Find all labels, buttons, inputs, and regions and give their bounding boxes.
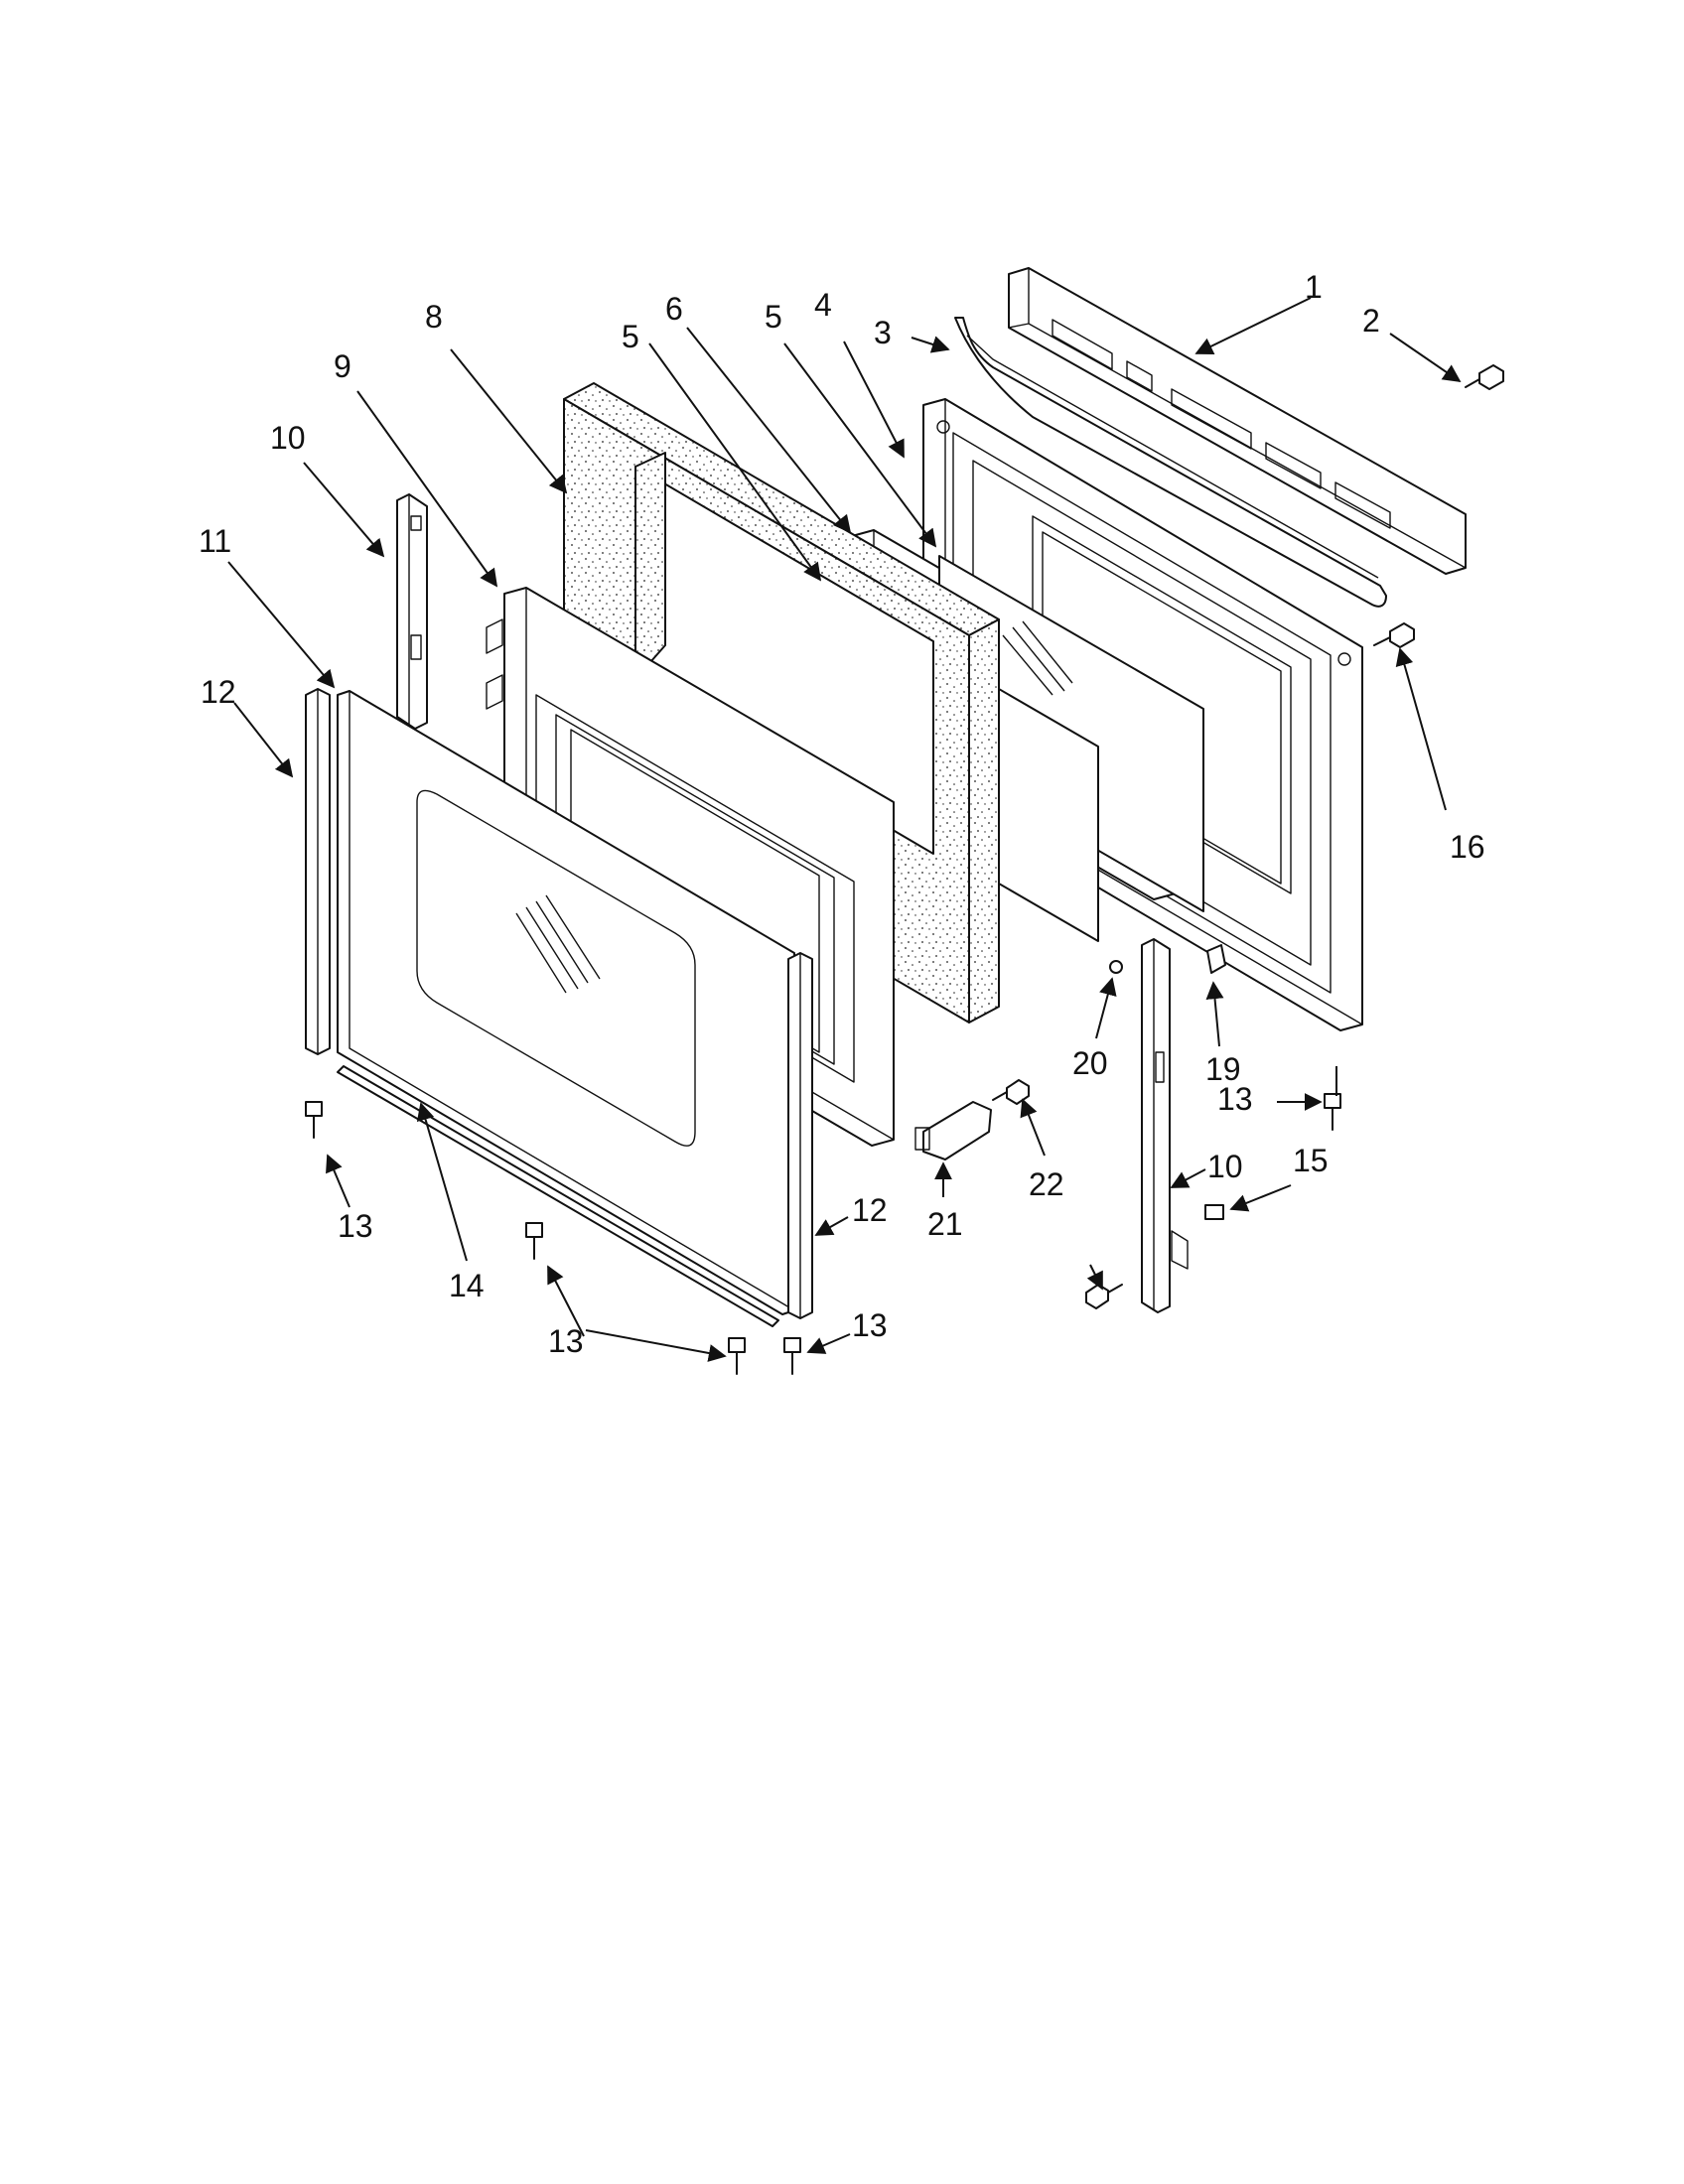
leader-lines bbox=[227, 297, 1462, 1362]
callout-11: 11 bbox=[199, 523, 231, 559]
callout-13-right: 13 bbox=[1217, 1081, 1253, 1117]
callout-13-right-bottom: 13 bbox=[852, 1307, 888, 1343]
callout-13-left: 13 bbox=[338, 1208, 373, 1244]
vent-bracket-part bbox=[954, 317, 1387, 608]
callout-12-left: 12 bbox=[201, 674, 236, 710]
screw-2 bbox=[1465, 364, 1504, 390]
screw-13-left bbox=[305, 1101, 323, 1139]
callout-10-left: 10 bbox=[270, 420, 306, 456]
callout-14: 14 bbox=[449, 1268, 485, 1303]
right-hinge-channel-part bbox=[1141, 938, 1189, 1313]
screw-22 bbox=[992, 1079, 1030, 1105]
callout-8: 8 bbox=[425, 299, 443, 335]
left-hinge-channel-part bbox=[396, 493, 428, 730]
screw-13-right bbox=[1324, 1093, 1341, 1131]
callout-5a: 5 bbox=[622, 319, 639, 354]
screw-13-bottom-b bbox=[783, 1337, 801, 1375]
bottom-trim-part bbox=[337, 1065, 779, 1327]
callout-19: 19 bbox=[1205, 1051, 1241, 1087]
callout-2: 2 bbox=[1362, 303, 1380, 339]
callout-22: 22 bbox=[1029, 1166, 1064, 1202]
callout-9: 9 bbox=[334, 348, 351, 384]
small-clip-part bbox=[1204, 1204, 1224, 1220]
callout-4: 4 bbox=[814, 287, 832, 323]
callout-1: 1 bbox=[1305, 269, 1323, 305]
screw-20 bbox=[1109, 960, 1123, 974]
callout-10-right: 10 bbox=[1207, 1149, 1243, 1184]
vent-trim-part bbox=[1008, 267, 1467, 575]
screw-13-bottom-a bbox=[728, 1337, 746, 1375]
callout-12-right: 12 bbox=[852, 1192, 888, 1228]
callout-labels: 1 2 3 4 5 6 5 8 9 10 11 12 13 14 13 13 1… bbox=[199, 269, 1485, 1359]
screw-22b bbox=[1085, 1284, 1123, 1309]
screw-13-center bbox=[525, 1222, 543, 1260]
callout-20: 20 bbox=[1072, 1045, 1108, 1081]
callout-13-center: 13 bbox=[548, 1323, 584, 1359]
callout-6: 6 bbox=[665, 291, 683, 327]
callout-15: 15 bbox=[1293, 1143, 1329, 1178]
hinge-bracket-part bbox=[914, 1101, 992, 1160]
callout-5b: 5 bbox=[765, 299, 782, 335]
callout-21: 21 bbox=[927, 1206, 963, 1242]
callout-16: 16 bbox=[1450, 829, 1485, 865]
clip-part bbox=[1206, 944, 1226, 974]
outer-door-panel-part bbox=[337, 690, 795, 1315]
callout-3: 3 bbox=[874, 315, 892, 350]
right-side-trim-part bbox=[787, 952, 813, 1319]
left-side-trim-part bbox=[305, 688, 331, 1055]
screw-16 bbox=[1373, 622, 1415, 648]
